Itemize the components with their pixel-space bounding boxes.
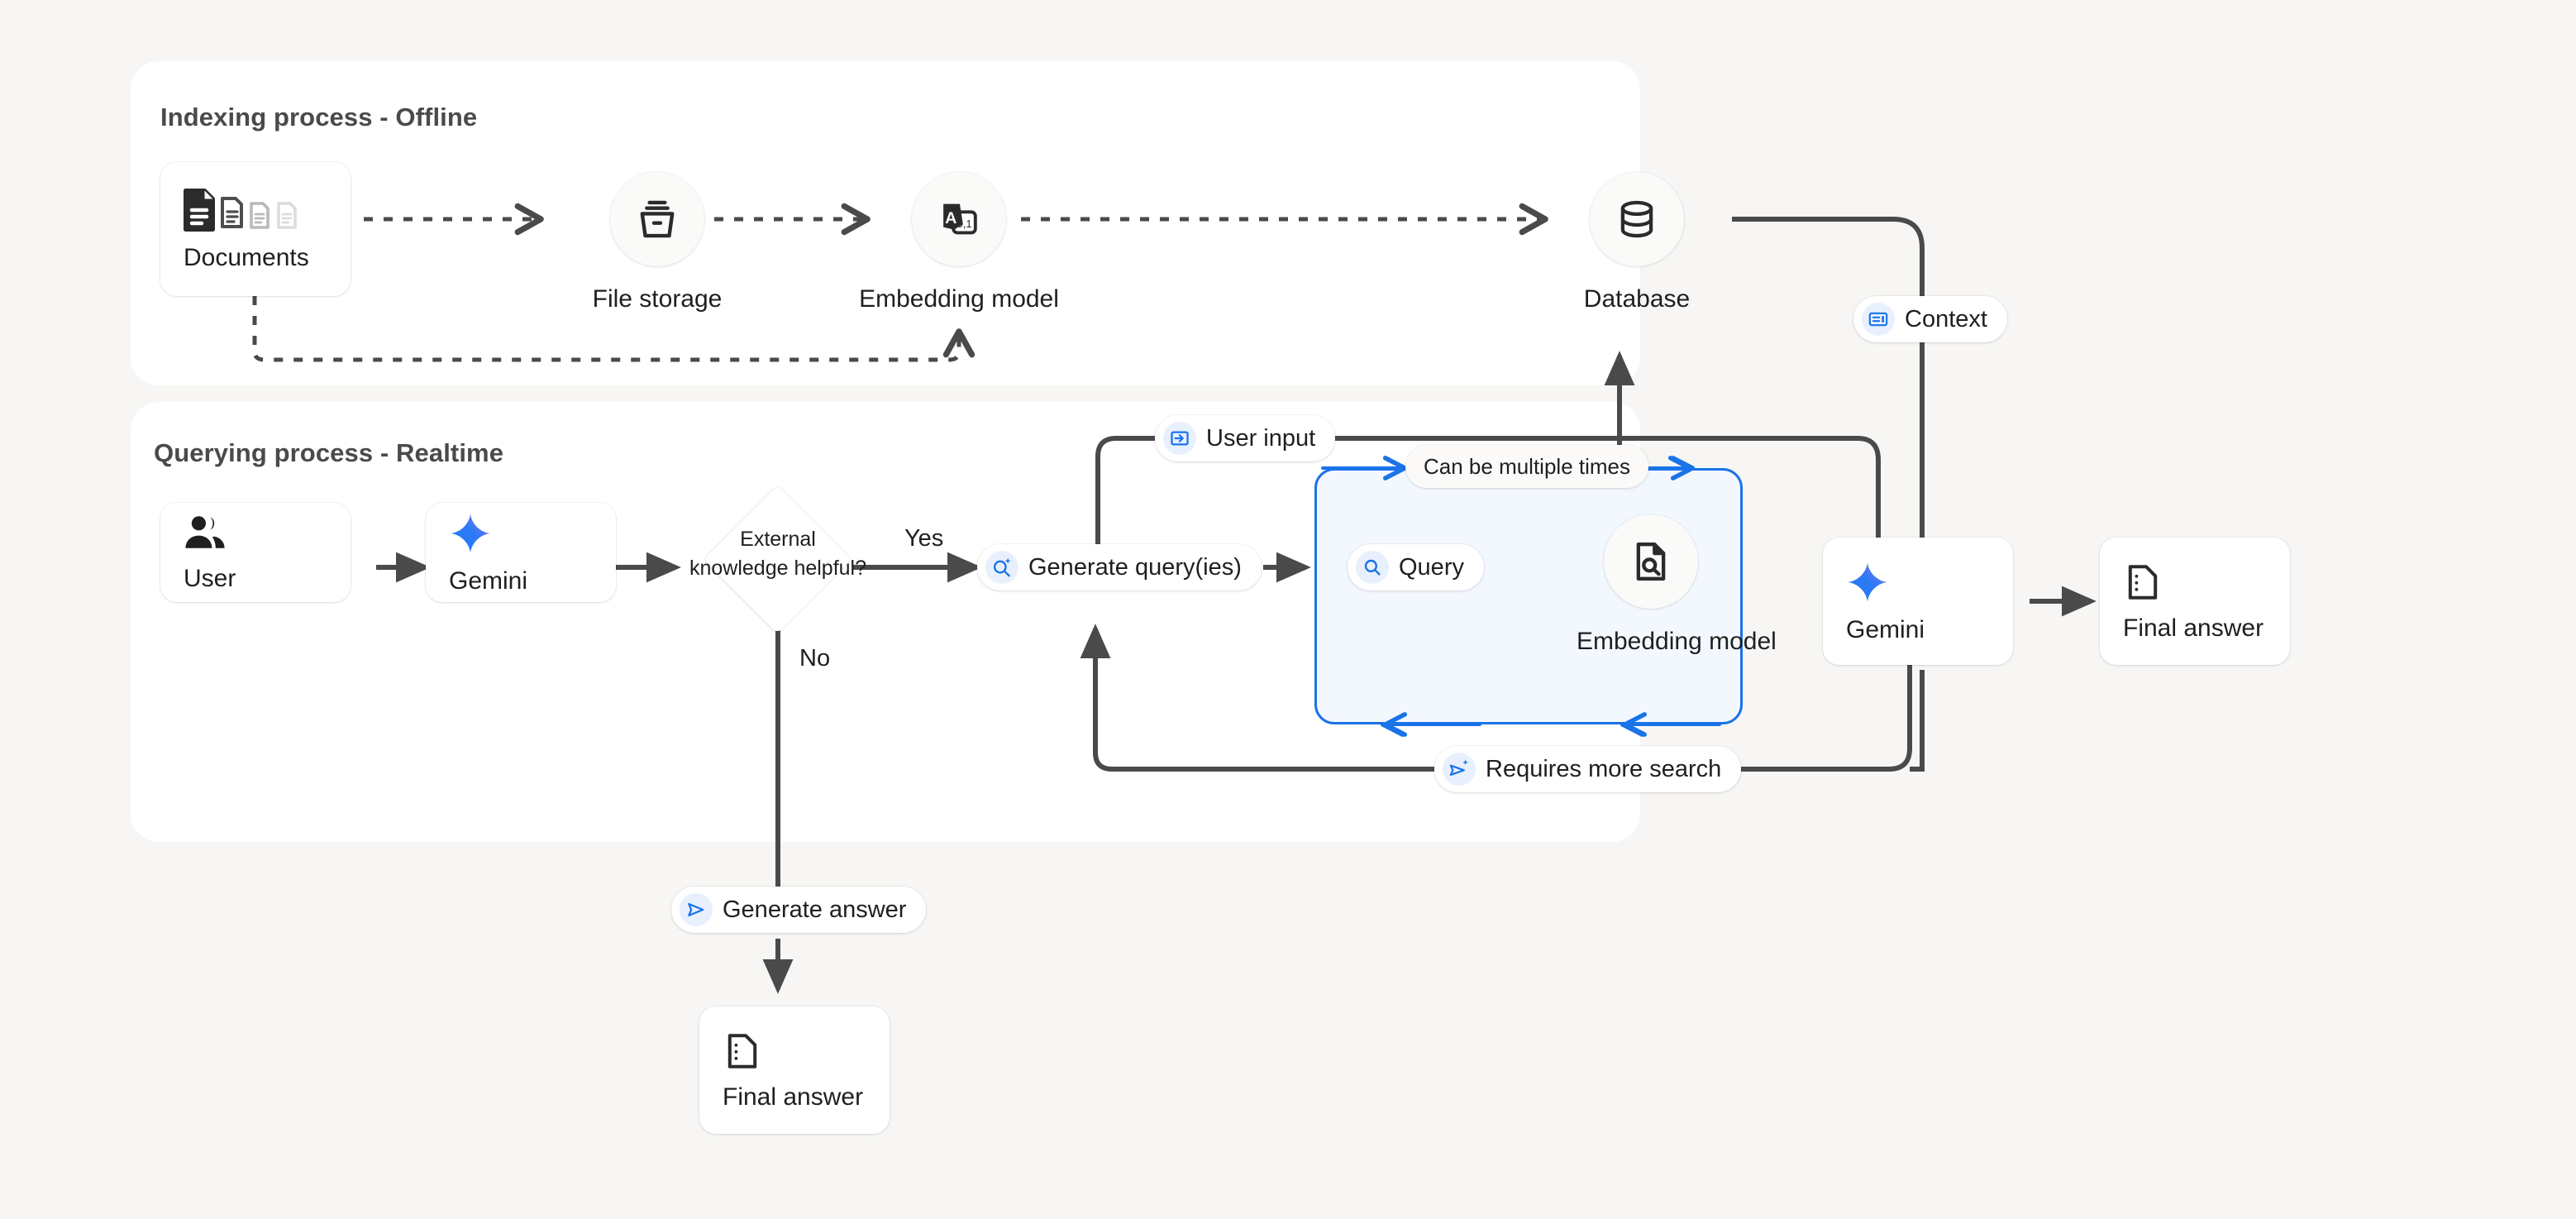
edge-label-no: No (799, 645, 831, 672)
badge-can-be-multiple-times: Can be multiple times (1405, 445, 1648, 488)
node-database-label: Database (1583, 285, 1691, 313)
node-gemini[interactable]: Gemini (426, 503, 616, 602)
badge-generate-queries[interactable]: Generate query(ies) (977, 544, 1262, 590)
node-loop-embedding-model[interactable]: Embedding model (1572, 514, 1777, 657)
node-user-label: User (184, 564, 236, 592)
gemini-sparkle-icon (1846, 561, 1889, 608)
node-database[interactable]: Database (1546, 172, 1728, 315)
search-icon (1356, 551, 1389, 584)
text-to-vector-icon: 0,1 A (912, 172, 1006, 266)
node-gemini-final-label: Gemini (1846, 615, 1925, 643)
node-embedding-model-label: Embedding model (859, 285, 1059, 313)
users-icon (184, 514, 227, 557)
badge-context-label: Context (1905, 305, 1987, 332)
input-arrow-icon (1163, 422, 1196, 455)
badge-query[interactable]: Query (1348, 544, 1484, 590)
badge-requires-more-search-label: Requires more search (1486, 755, 1722, 782)
node-gemini-label: Gemini (449, 566, 528, 595)
send-sparkle-icon (1443, 753, 1476, 786)
badge-requires-more-search[interactable]: Requires more search (1434, 746, 1742, 792)
node-file-storage[interactable]: File storage (566, 172, 748, 315)
node-final-answer-bottom[interactable]: Final answer (699, 1006, 890, 1134)
answer-doc-icon (723, 1031, 762, 1075)
decision-label: External knowledge helpful? (689, 528, 867, 580)
node-loop-embedding-label: Embedding model (1577, 628, 1777, 655)
badge-query-label: Query (1399, 553, 1464, 581)
badge-generate-answer[interactable]: Generate answer (671, 887, 927, 933)
send-icon (680, 893, 713, 926)
badge-user-input-label: User input (1206, 424, 1316, 452)
answer-doc-icon (2123, 562, 2163, 606)
edge-label-yes: Yes (904, 525, 944, 552)
document-search-icon (1604, 514, 1698, 609)
svg-text:A: A (945, 209, 956, 227)
badge-user-input[interactable]: User input (1155, 415, 1336, 461)
documents-icon (184, 188, 308, 236)
node-user[interactable]: User (160, 503, 351, 602)
panel-title-indexing: Indexing process - Offline (160, 103, 478, 131)
node-final-answer-right[interactable]: Final answer (2100, 538, 2290, 665)
badge-loop-note-label: Can be multiple times (1424, 454, 1630, 479)
node-gemini-final[interactable]: Gemini (1823, 538, 2013, 665)
panel-title-querying: Querying process - Realtime (154, 438, 504, 467)
file-storage-icon (610, 172, 704, 266)
decision-external-knowledge[interactable]: External knowledge helpful? (689, 485, 866, 634)
node-file-storage-label: File storage (592, 285, 723, 313)
node-documents-label: Documents (184, 243, 309, 271)
search-sparkle-icon (985, 551, 1018, 584)
node-final-answer-bottom-label: Final answer (723, 1083, 864, 1111)
node-documents[interactable]: Documents (160, 162, 351, 296)
context-card-icon (1862, 303, 1895, 336)
badge-generate-answer-label: Generate answer (723, 896, 907, 923)
badge-generate-queries-label: Generate query(ies) (1028, 553, 1242, 581)
database-icon (1590, 172, 1684, 266)
badge-context[interactable]: Context (1853, 296, 2007, 342)
node-embedding-model[interactable]: 0,1 A Embedding model (859, 172, 1059, 315)
node-final-answer-right-label: Final answer (2123, 614, 2264, 642)
gemini-sparkle-icon (449, 512, 492, 559)
